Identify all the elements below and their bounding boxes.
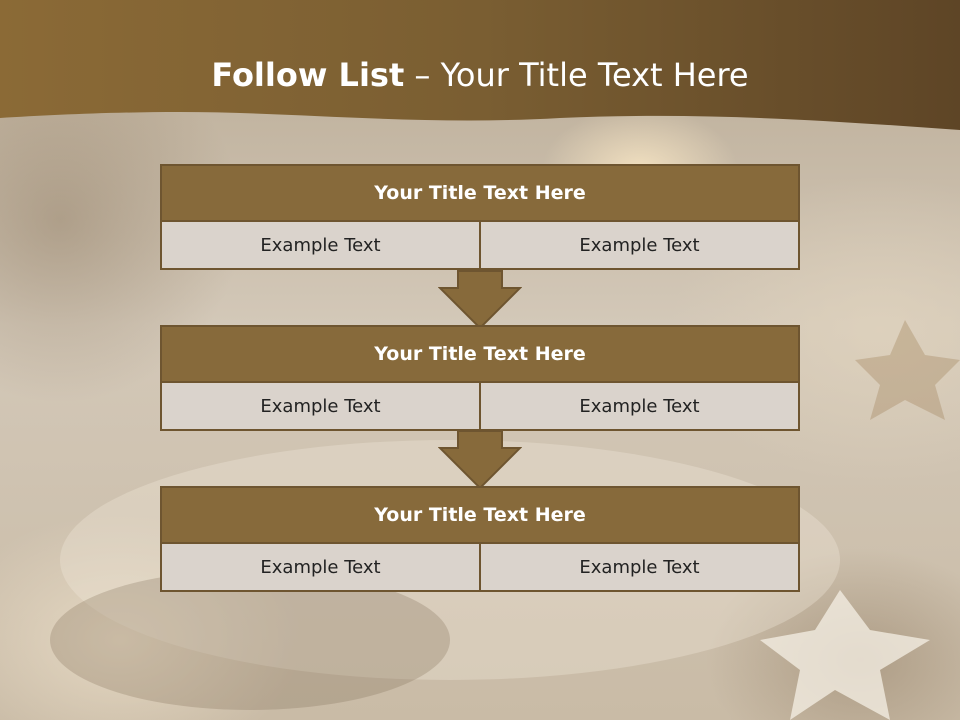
block-row: Example Text Example Text: [162, 383, 798, 429]
slide-title-rest: – Your Title Text Here: [404, 56, 749, 94]
block-title: Your Title Text Here: [162, 327, 798, 383]
block-cell-right: Example Text: [479, 383, 798, 429]
block-row: Example Text Example Text: [162, 544, 798, 590]
block-row: Example Text Example Text: [162, 222, 798, 268]
block-title: Your Title Text Here: [162, 166, 798, 222]
block-cell-right: Example Text: [479, 544, 798, 590]
block-cell-left: Example Text: [162, 222, 479, 268]
slide-title-bold: Follow List: [211, 56, 405, 94]
list-block-3: Your Title Text Here Example Text Exampl…: [160, 486, 800, 592]
down-arrow-icon: [438, 270, 522, 330]
down-arrow-icon: [438, 430, 522, 490]
block-cell-right: Example Text: [479, 222, 798, 268]
block-cell-left: Example Text: [162, 544, 479, 590]
slide-title: Follow List – Your Title Text Here: [0, 56, 960, 94]
header-band: [0, 0, 960, 130]
block-cell-left: Example Text: [162, 383, 479, 429]
list-block-2: Your Title Text Here Example Text Exampl…: [160, 325, 800, 431]
block-title: Your Title Text Here: [162, 488, 798, 544]
list-block-1: Your Title Text Here Example Text Exampl…: [160, 164, 800, 270]
